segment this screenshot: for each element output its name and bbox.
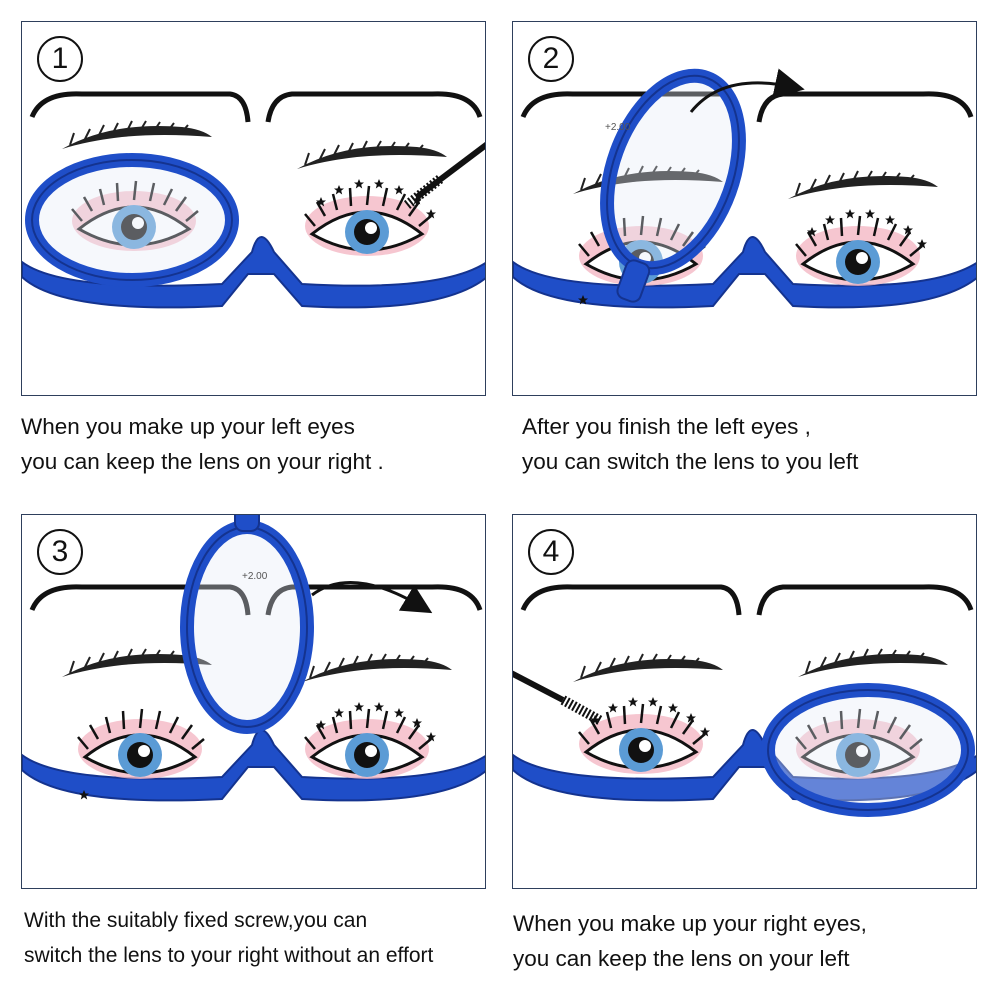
caption-step-2: After you finish the left eyes , you can… [522, 409, 858, 479]
step-number-icon: 1 [37, 36, 83, 82]
step-panel-3: +2.00 3 [21, 514, 486, 889]
lens-diopter-label: +2.00 [605, 122, 631, 133]
step-panel-2: +2.00 2 [512, 21, 977, 396]
caption-line: After you finish the left eyes , [522, 414, 811, 439]
glasses-illustration-4 [513, 515, 977, 889]
step-number-icon: 2 [528, 36, 574, 82]
rotation-arrow-icon [689, 68, 805, 113]
lens-diopter-label: +2.00 [242, 571, 268, 582]
glasses-illustration-2: +2.00 [513, 22, 977, 396]
caption-line: When you make up your left eyes [21, 414, 355, 439]
caption-step-1: When you make up your left eyes you can … [21, 409, 384, 479]
caption-line: When you make up your right eyes, [513, 911, 867, 936]
caption-step-3: With the suitably fixed screw,you can sw… [24, 903, 433, 973]
caption-line: With the suitably fixed screw,you can [24, 909, 368, 932]
step-number-icon: 4 [528, 529, 574, 575]
caption-line: you can switch the lens to you left [522, 449, 859, 474]
step-panel-1: 1 [21, 21, 486, 396]
glasses-illustration-1 [22, 22, 485, 396]
step-panel-4: 4 [512, 514, 977, 889]
glasses-illustration-3: +2.00 [22, 515, 486, 889]
mascara-wand-icon [403, 142, 485, 209]
caption-line: you can keep the lens on your right . [21, 449, 384, 474]
step-number-icon: 3 [37, 529, 83, 575]
rotation-arrow-icon [311, 581, 433, 614]
mascara-wand-icon [513, 670, 604, 726]
caption-step-4: When you make up your right eyes, you ca… [513, 906, 867, 976]
caption-line: you can keep the lens on your left [513, 946, 850, 971]
caption-line: switch the lens to your right without an… [24, 944, 434, 967]
